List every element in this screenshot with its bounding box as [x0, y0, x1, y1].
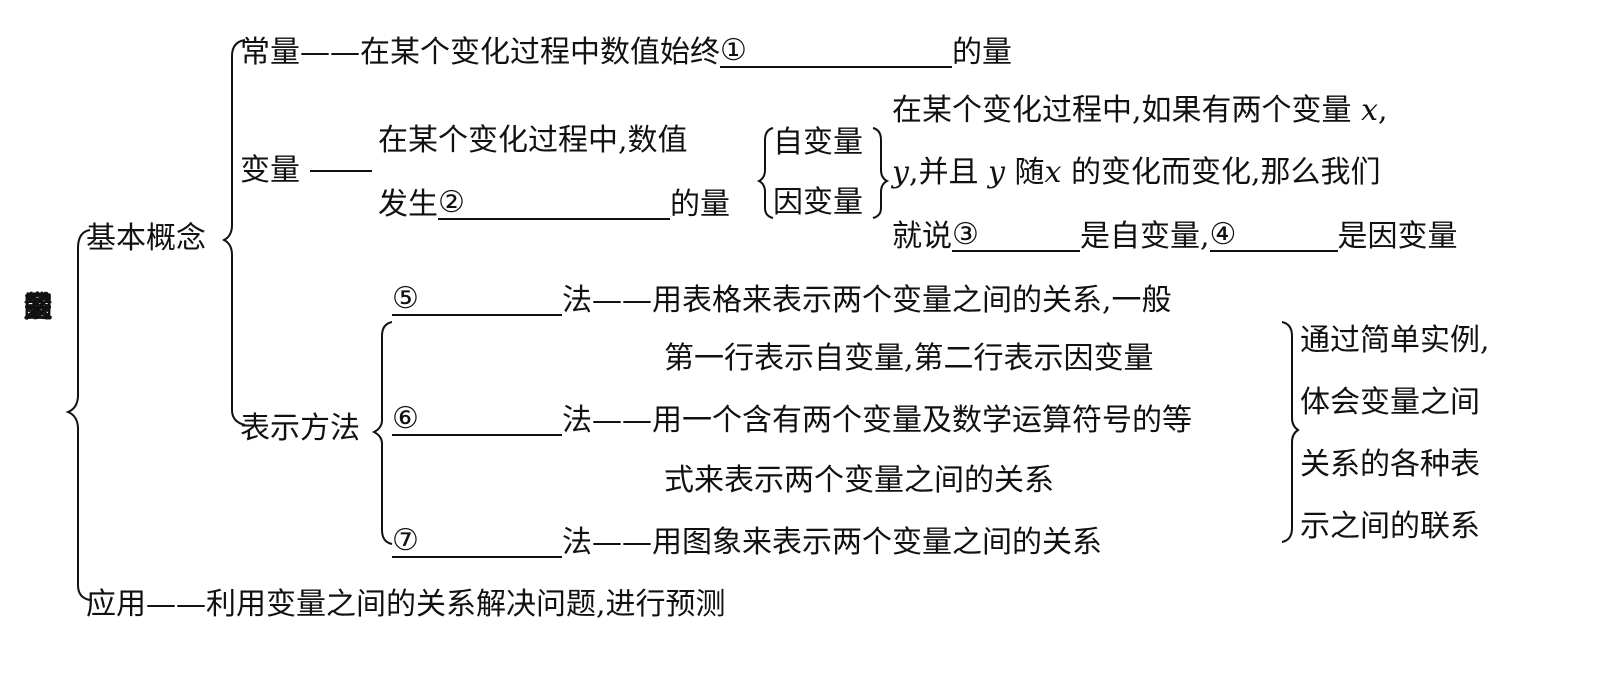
- var-x: x: [1044, 155, 1062, 190]
- blank-number: ①: [720, 33, 747, 68]
- root-char: 量: [23, 290, 53, 325]
- answer-blank-5[interactable]: ⑤: [392, 284, 562, 316]
- answer-blank-1[interactable]: ①: [720, 36, 952, 68]
- explain-line3: 就说③ 是自变量,④ 是因变量: [892, 220, 1458, 252]
- note-line: 体会变量之间: [1300, 385, 1480, 420]
- types-left-brace: [756, 127, 774, 219]
- application-label: 应用: [86, 587, 146, 622]
- root-char: 关: [23, 290, 53, 325]
- note-line: 关系的各种表: [1300, 447, 1480, 482]
- basic-concepts-label: 基本概念: [86, 221, 206, 256]
- root-char: 间: [23, 290, 53, 325]
- constant-desc-end: 的量: [952, 35, 1012, 70]
- method-suffix: 法: [562, 403, 592, 438]
- note-brace: [1281, 321, 1300, 543]
- application-dash: ——: [146, 587, 206, 622]
- method-suffix: 法: [562, 283, 592, 318]
- root-brace: [65, 229, 91, 601]
- variable-desc-line2: 发生② 的量: [378, 188, 730, 220]
- methods-brace: [371, 321, 393, 545]
- answer-blank-4[interactable]: ④: [1209, 217, 1338, 252]
- explain-text: 是自变量,: [1080, 219, 1210, 254]
- explain-line1: 在某个变化过程中,如果有两个变量 x,: [892, 96, 1388, 126]
- method-formula-line2: 式来表示两个变量之间的关系: [664, 463, 1054, 498]
- independent-variable-label: 自变量: [773, 125, 863, 160]
- blank-number: ④: [1209, 217, 1237, 252]
- variable-desc-post: 的量: [670, 187, 730, 222]
- note-line: 通过简单实例,: [1300, 323, 1490, 358]
- root-char: 变: [23, 290, 53, 325]
- var-y: y: [988, 155, 1005, 190]
- method-table-row: ⑤ 法——用表格来表示两个变量之间的关系,一般: [392, 284, 1172, 316]
- explain-text: 的变化而变化,那么我们: [1071, 155, 1381, 190]
- variable-desc-pre: 发生: [378, 187, 438, 222]
- explain-text: ,并且: [908, 155, 979, 190]
- method-desc: 用一个含有两个变量及数学运算符号的等: [652, 403, 1192, 438]
- explain-line2: y,并且 y 随x 的变化而变化,那么我们: [892, 158, 1381, 188]
- method-suffix: 法: [562, 525, 592, 560]
- blank-number: ⑤: [392, 281, 419, 316]
- explain-text: 在某个变化过程中,如果有两个变量: [892, 93, 1352, 128]
- method-graph-row: ⑦ 法——用图象来表示两个变量之间的关系: [392, 526, 1102, 558]
- blank-number: ②: [438, 185, 465, 220]
- answer-blank-2[interactable]: ②: [438, 188, 670, 220]
- method-dash: ——: [592, 283, 652, 318]
- variable-desc-line1: 在某个变化过程中,数值: [378, 123, 688, 158]
- variable-label: 变量: [240, 153, 300, 188]
- methods-label: 表示方法: [240, 411, 360, 446]
- blank-number: ⑦: [392, 523, 419, 558]
- constant-dash: ——: [300, 35, 360, 70]
- blank-number: ⑥: [392, 401, 419, 436]
- method-dash: ——: [592, 525, 652, 560]
- var-x: x: [1361, 93, 1379, 128]
- application-desc: 利用变量之间的关系解决问题,进行预测: [206, 587, 726, 622]
- note-line: 示之间的联系: [1300, 509, 1480, 544]
- answer-blank-3[interactable]: ③: [952, 220, 1080, 252]
- answer-blank-7[interactable]: ⑦: [392, 526, 562, 558]
- root-char: 系: [23, 290, 53, 325]
- explain-text: 就说: [892, 219, 952, 254]
- application-row: 应用——利用变量之间的关系解决问题,进行预测: [86, 590, 726, 620]
- method-formula-row: ⑥ 法——用一个含有两个变量及数学运算符号的等: [392, 404, 1192, 436]
- blank-number: ③: [952, 217, 979, 252]
- constant-desc: 在某个变化过程中数值始终: [360, 35, 720, 70]
- root-char: 之: [23, 290, 53, 325]
- dependent-variable-label: 因变量: [773, 185, 863, 220]
- root-char: 的: [23, 290, 53, 325]
- method-dash: ——: [592, 403, 652, 438]
- method-desc: 用图象来表示两个变量之间的关系: [652, 525, 1102, 560]
- method-table-line2: 第一行表示自变量,第二行表示因变量: [664, 341, 1154, 376]
- constant-row: 常量——在某个变化过程中数值始终① 的量: [240, 36, 1012, 68]
- types-right-brace: [872, 127, 890, 219]
- comma: ,: [1378, 93, 1388, 128]
- basic-brace: [221, 39, 246, 426]
- var-y: y: [892, 155, 909, 190]
- constant-label: 常量: [240, 35, 300, 70]
- method-desc: 用表格来表示两个变量之间的关系,一般: [652, 283, 1172, 318]
- explain-text: 随: [1014, 155, 1045, 190]
- answer-blank-6[interactable]: ⑥: [392, 404, 562, 436]
- explain-text: 是因变量: [1337, 219, 1458, 254]
